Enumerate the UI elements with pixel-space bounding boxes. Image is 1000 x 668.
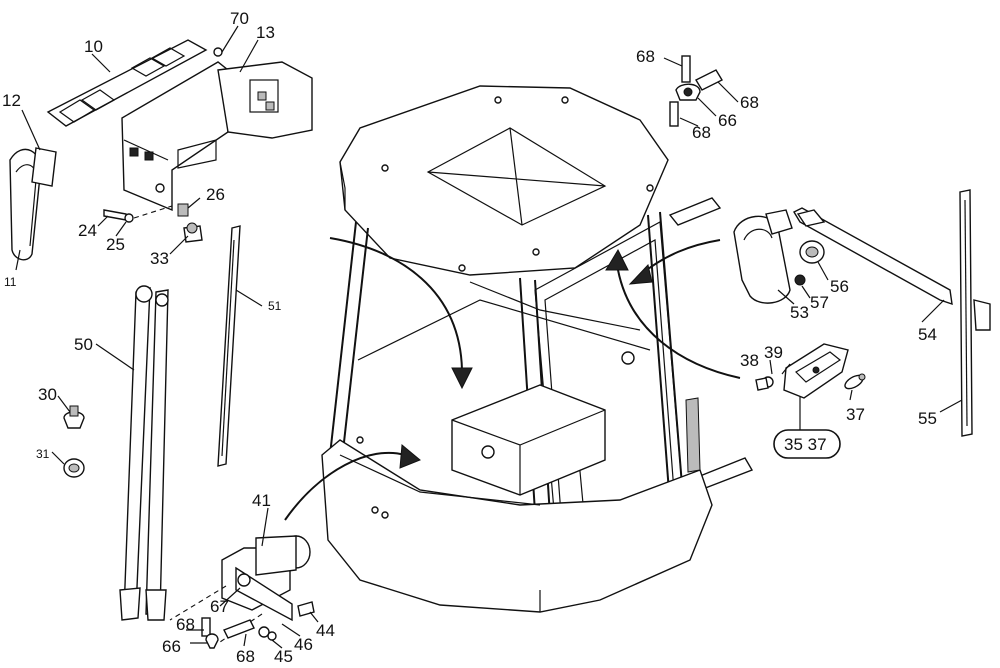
cab-frame [321, 85, 754, 613]
fasteners-24-25-26-33 [103, 203, 203, 243]
callout-33: 33 [150, 249, 169, 268]
callout-kit-35-37: 35 37 [784, 435, 827, 454]
callout-68-right-a: 68 [636, 47, 655, 66]
callout-55: 55 [918, 409, 937, 428]
part-51-wiper-blade [217, 225, 241, 467]
callout-12: 12 [2, 91, 21, 110]
callout-68-right-c: 68 [692, 123, 711, 142]
parts-56-57 [794, 240, 825, 286]
part-10-vent-grille [46, 39, 208, 127]
leader-lines [15, 25, 963, 649]
callout-38: 38 [740, 351, 759, 370]
callout-11: 11 [4, 275, 17, 289]
callout-57: 57 [810, 293, 829, 312]
callout-45: 45 [274, 647, 293, 666]
callout-41: 41 [252, 491, 271, 510]
callout-66-left: 66 [162, 637, 181, 656]
callout-54: 54 [918, 325, 937, 344]
callout-24: 24 [78, 221, 97, 240]
callout-66-right: 66 [718, 111, 737, 130]
callout-68-left-a: 68 [176, 615, 195, 634]
callout-53: 53 [790, 303, 809, 322]
callout-10: 10 [84, 37, 103, 56]
part-41-wiper-motor [169, 535, 315, 649]
part-54-wiper-arm [793, 207, 953, 306]
callout-70: 70 [230, 9, 249, 28]
callout-56: 56 [830, 277, 849, 296]
callout-50: 50 [74, 335, 93, 354]
callout-51: 51 [268, 299, 282, 313]
direction-arrows [284, 237, 741, 521]
callout-39: 39 [764, 343, 783, 362]
callout-68-right-b: 68 [740, 93, 759, 112]
parts-37-38-39-lamp [755, 343, 866, 399]
callout-67: 67 [210, 597, 229, 616]
callout-37: 37 [846, 405, 865, 424]
callout-13: 13 [256, 23, 275, 42]
callout-25: 25 [106, 235, 125, 254]
parts-66-68-fittings [669, 55, 723, 127]
part-11-12-mirror [9, 147, 57, 261]
part-13-electrical-box [121, 47, 313, 212]
callout-68-left-b: 68 [236, 647, 255, 666]
callout-labels: 10 70 13 12 11 24 25 26 33 51 50 30 31 4… [2, 9, 937, 666]
parts-30-31 [63, 405, 85, 478]
part-55-wiper-blade [959, 189, 991, 437]
callout-31: 31 [36, 447, 50, 461]
callout-26: 26 [206, 185, 225, 204]
part-53-motor-cover [733, 209, 793, 304]
callout-46: 46 [294, 635, 313, 654]
callout-30: 30 [38, 385, 57, 404]
part-50-wiper-arm [119, 285, 169, 621]
kit-callout-box [773, 429, 841, 459]
callout-44: 44 [316, 621, 335, 640]
